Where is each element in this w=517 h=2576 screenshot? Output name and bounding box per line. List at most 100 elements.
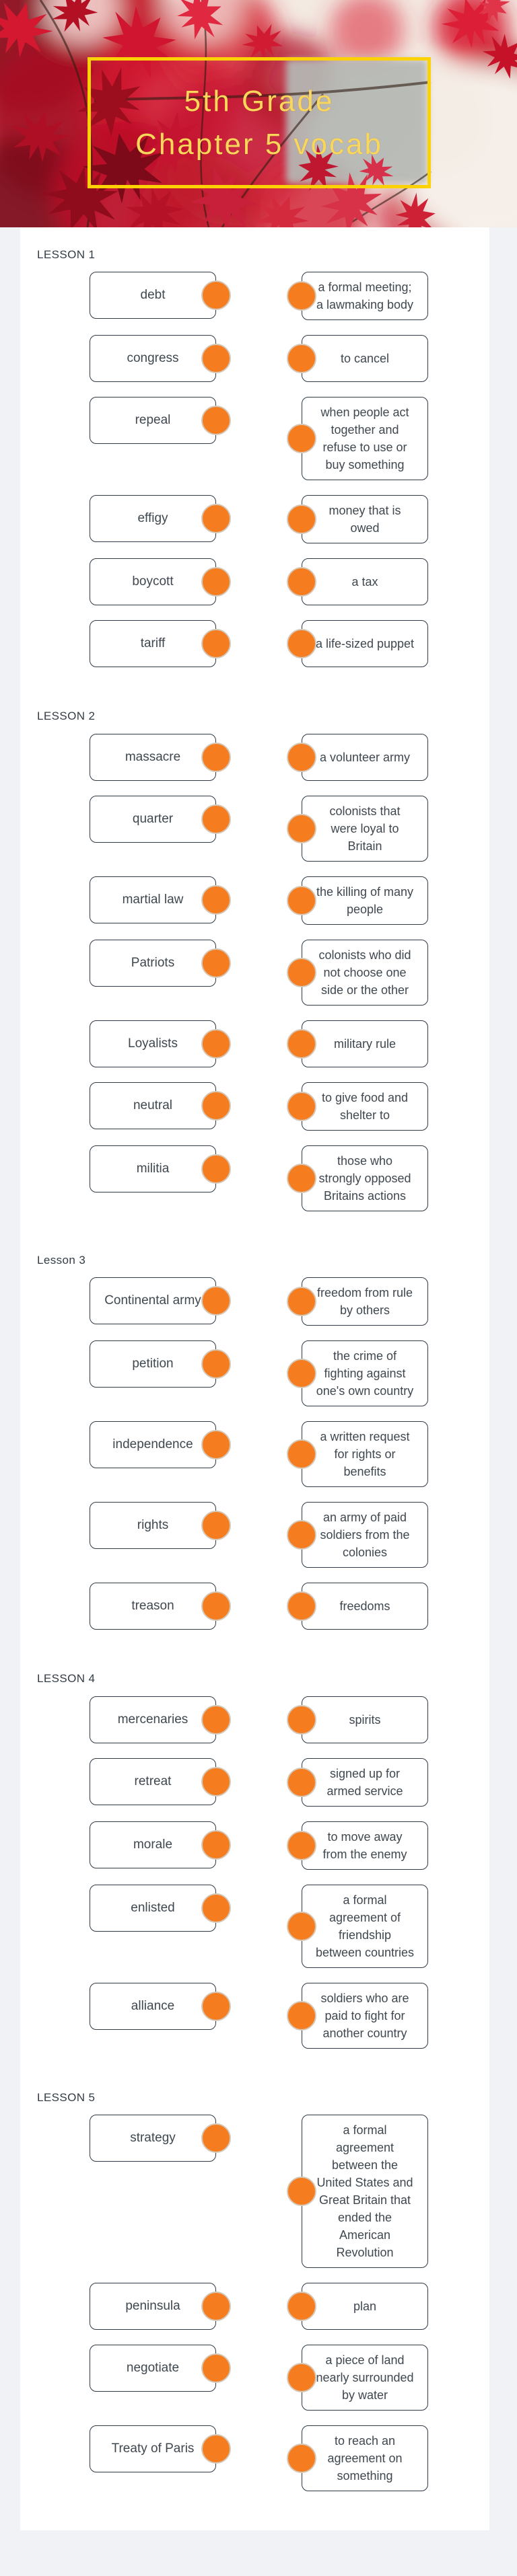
definition-box[interactable]: to give food and shelter to bbox=[287, 1082, 428, 1131]
term-connector-dot-icon[interactable] bbox=[201, 1991, 231, 2021]
term-box[interactable]: Treaty of Paris bbox=[90, 2425, 231, 2472]
definition-connector-dot-icon[interactable] bbox=[287, 1028, 316, 1059]
definition-box[interactable]: when people act together and refuse to u… bbox=[287, 397, 428, 481]
term-connector-dot-icon[interactable] bbox=[201, 948, 231, 978]
term-box[interactable]: quarter bbox=[90, 795, 231, 843]
term-box[interactable]: treason bbox=[90, 1583, 231, 1630]
definition-box[interactable]: to reach an agreement on something bbox=[287, 2425, 428, 2491]
term-box[interactable]: negotiate bbox=[90, 2344, 231, 2392]
definition-box[interactable]: the killing of many people bbox=[287, 876, 428, 925]
term-connector-dot-icon[interactable] bbox=[201, 1829, 231, 1860]
definition-box[interactable]: signed up for armed service bbox=[287, 1757, 428, 1807]
term-connector-dot-icon[interactable] bbox=[201, 2123, 231, 2153]
definition-connector-dot-icon[interactable] bbox=[287, 1163, 316, 1193]
term-connector-dot-icon[interactable] bbox=[201, 804, 231, 834]
definition-connector-dot-icon[interactable] bbox=[287, 1439, 316, 1470]
definition-box[interactable]: an army of paid soldiers from the coloni… bbox=[287, 1502, 428, 1568]
definition-connector-dot-icon[interactable] bbox=[287, 957, 316, 987]
term-connector-dot-icon[interactable] bbox=[201, 567, 231, 597]
definition-connector-dot-icon[interactable] bbox=[287, 885, 316, 915]
definition-connector-dot-icon[interactable] bbox=[287, 629, 316, 659]
definition-connector-dot-icon[interactable] bbox=[287, 2291, 316, 2321]
term-box[interactable]: debt bbox=[90, 272, 231, 319]
definition-box[interactable]: freedom from rule by others bbox=[287, 1277, 428, 1326]
term-box[interactable]: Patriots bbox=[90, 939, 231, 987]
definition-box[interactable]: a tax bbox=[287, 558, 428, 606]
term-box[interactable]: massacre bbox=[90, 733, 231, 781]
definition-connector-dot-icon[interactable] bbox=[287, 1830, 316, 1860]
term-box[interactable]: alliance bbox=[90, 1982, 231, 2030]
term-box[interactable]: effigy bbox=[90, 495, 231, 543]
term-connector-dot-icon[interactable] bbox=[201, 344, 231, 374]
definition-box[interactable]: a piece of land nearly surrounded by wat… bbox=[287, 2344, 428, 2411]
definition-connector-dot-icon[interactable] bbox=[287, 2443, 316, 2473]
definition-box[interactable]: colonists that were loyal to Britain bbox=[287, 795, 428, 862]
definition-box[interactable]: freedoms bbox=[287, 1583, 428, 1630]
definition-box[interactable]: the crime of fighting against one's own … bbox=[287, 1340, 428, 1407]
term-connector-dot-icon[interactable] bbox=[201, 1511, 231, 1541]
term-box[interactable]: independence bbox=[90, 1421, 231, 1469]
term-box[interactable]: strategy bbox=[90, 2114, 231, 2162]
term-connector-dot-icon[interactable] bbox=[201, 884, 231, 915]
definition-box[interactable]: a volunteer army bbox=[287, 733, 428, 781]
term-connector-dot-icon[interactable] bbox=[201, 280, 231, 311]
term-connector-dot-icon[interactable] bbox=[201, 2291, 231, 2321]
definition-box[interactable]: a formal agreement between the United St… bbox=[287, 2114, 428, 2268]
definition-connector-dot-icon[interactable] bbox=[287, 1520, 316, 1550]
term-connector-dot-icon[interactable] bbox=[201, 1153, 231, 1184]
term-box[interactable]: retreat bbox=[90, 1757, 231, 1805]
term-box[interactable]: congress bbox=[90, 335, 231, 383]
definition-box[interactable]: a life-sized puppet bbox=[287, 620, 428, 668]
definition-box[interactable]: a formal meeting; a lawmaking body bbox=[287, 272, 428, 321]
definition-connector-dot-icon[interactable] bbox=[287, 742, 316, 772]
definition-connector-dot-icon[interactable] bbox=[287, 504, 316, 535]
definition-box[interactable]: colonists who did not choose one side or… bbox=[287, 939, 428, 1006]
term-connector-dot-icon[interactable] bbox=[201, 1349, 231, 1379]
definition-connector-dot-icon[interactable] bbox=[287, 344, 316, 374]
definition-connector-dot-icon[interactable] bbox=[287, 1767, 316, 1797]
definition-connector-dot-icon[interactable] bbox=[287, 1591, 316, 1622]
term-connector-dot-icon[interactable] bbox=[201, 1704, 231, 1735]
definition-connector-dot-icon[interactable] bbox=[287, 1359, 316, 1389]
term-box[interactable]: repeal bbox=[90, 397, 231, 445]
definition-box[interactable]: to move away from the enemy bbox=[287, 1821, 428, 1870]
definition-box[interactable]: a written request for rights or benefits bbox=[287, 1421, 428, 1488]
definition-connector-dot-icon[interactable] bbox=[287, 424, 316, 454]
definition-box[interactable]: money that is owed bbox=[287, 495, 428, 544]
definition-box[interactable]: those who strongly opposed Britains acti… bbox=[287, 1145, 428, 1211]
term-box[interactable]: peninsula bbox=[90, 2282, 231, 2330]
definition-connector-dot-icon[interactable] bbox=[287, 567, 316, 597]
term-box[interactable]: petition bbox=[90, 1340, 231, 1388]
definition-box[interactable]: spirits bbox=[287, 1696, 428, 1743]
term-connector-dot-icon[interactable] bbox=[201, 2353, 231, 2383]
term-box[interactable]: morale bbox=[90, 1821, 231, 1868]
definition-connector-dot-icon[interactable] bbox=[287, 1287, 316, 1317]
definition-connector-dot-icon[interactable] bbox=[287, 2362, 316, 2392]
term-connector-dot-icon[interactable] bbox=[201, 1430, 231, 1460]
term-connector-dot-icon[interactable] bbox=[201, 1090, 231, 1121]
term-box[interactable]: tariff bbox=[90, 620, 231, 668]
term-box[interactable]: neutral bbox=[90, 1082, 231, 1129]
term-box[interactable]: boycott bbox=[90, 558, 231, 606]
term-connector-dot-icon[interactable] bbox=[201, 504, 231, 534]
definition-connector-dot-icon[interactable] bbox=[287, 2000, 316, 2031]
term-connector-dot-icon[interactable] bbox=[201, 1893, 231, 1923]
term-connector-dot-icon[interactable] bbox=[201, 1028, 231, 1059]
definition-connector-dot-icon[interactable] bbox=[287, 1911, 316, 1941]
definition-box[interactable]: soldiers who are paid to fight for anoth… bbox=[287, 1982, 428, 2049]
definition-connector-dot-icon[interactable] bbox=[287, 1704, 316, 1735]
definition-box[interactable]: to cancel bbox=[287, 335, 428, 383]
term-box[interactable]: militia bbox=[90, 1145, 231, 1192]
term-connector-dot-icon[interactable] bbox=[201, 742, 231, 772]
definition-connector-dot-icon[interactable] bbox=[287, 2176, 316, 2206]
term-box[interactable]: mercenaries bbox=[90, 1696, 231, 1743]
term-box[interactable]: rights bbox=[90, 1502, 231, 1550]
term-connector-dot-icon[interactable] bbox=[201, 629, 231, 659]
definition-box[interactable]: a formal agreement of friendship between… bbox=[287, 1884, 428, 1968]
definition-box[interactable]: military rule bbox=[287, 1020, 428, 1067]
definition-connector-dot-icon[interactable] bbox=[287, 1091, 316, 1121]
term-connector-dot-icon[interactable] bbox=[201, 1766, 231, 1796]
definition-connector-dot-icon[interactable] bbox=[287, 813, 316, 843]
term-box[interactable]: martial law bbox=[90, 876, 231, 923]
term-box[interactable]: Loyalists bbox=[90, 1020, 231, 1067]
